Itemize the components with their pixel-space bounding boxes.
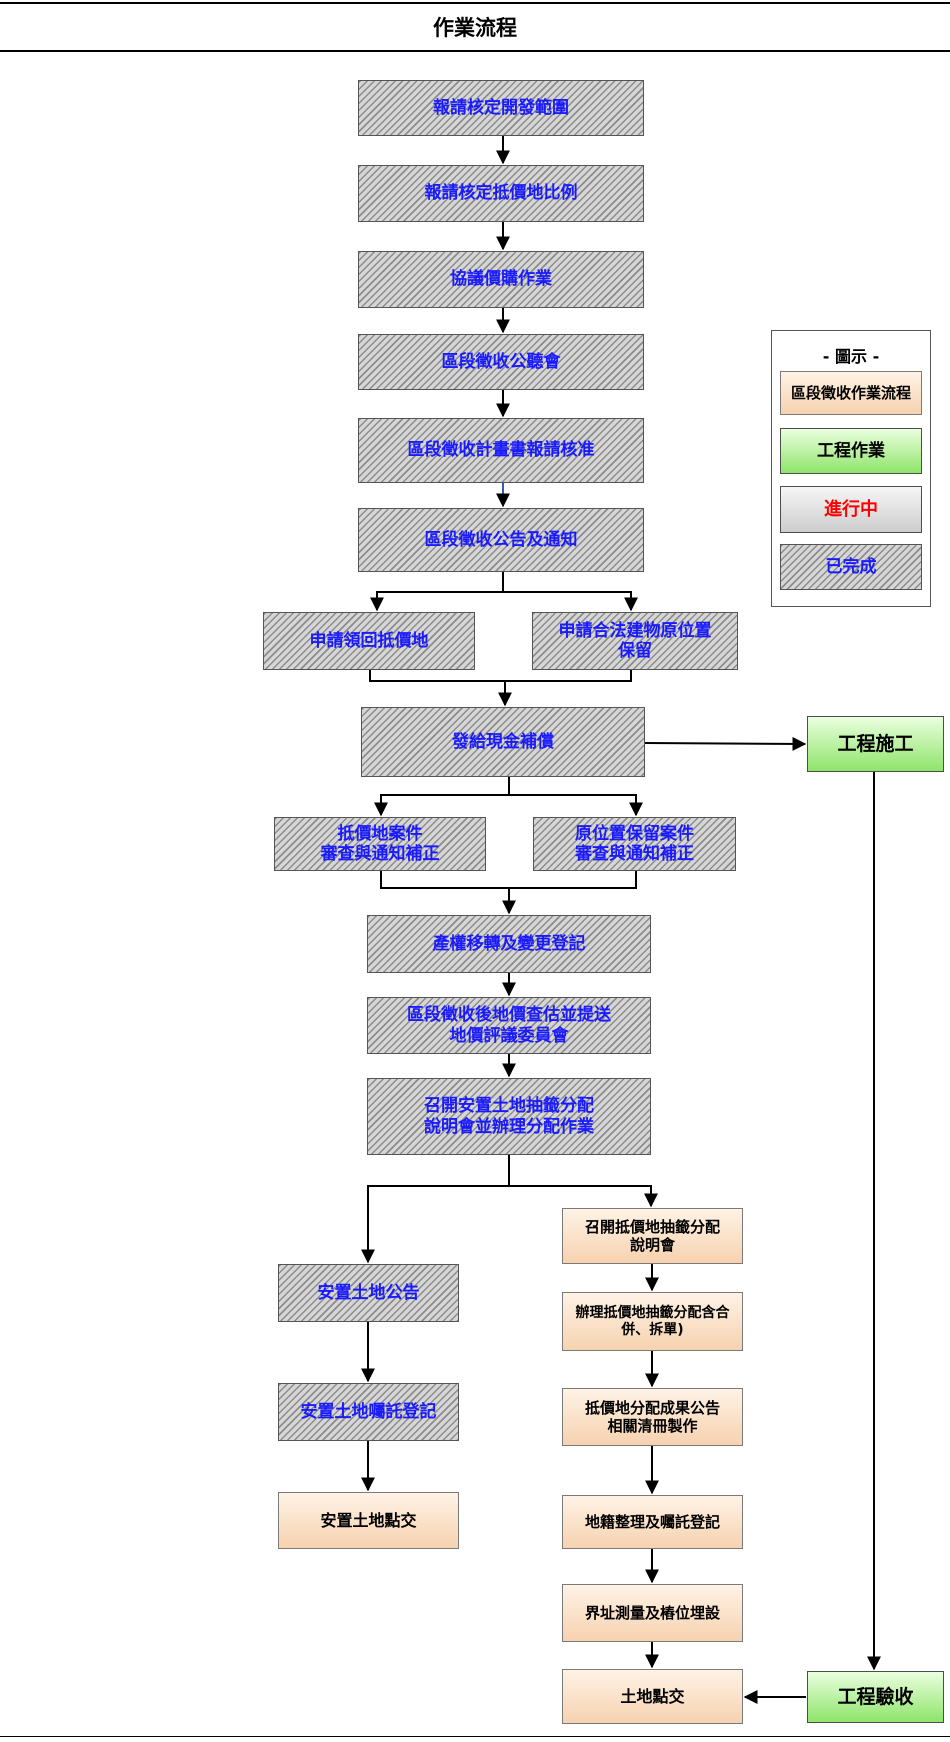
step-apply-development-scope: 報請核定開發範圍 <box>358 80 644 136</box>
legend-in-progress-swatch: 進行中 <box>780 486 922 533</box>
step-resettlement-registration: 安置土地囑託登記 <box>278 1383 459 1441</box>
step-allocation-result-announcement: 抵價地分配成果公告 相關清冊製作 <box>562 1388 743 1446</box>
step-cadastral-registration: 地籍整理及囑託登記 <box>562 1495 743 1549</box>
step-resettlement-announcement: 安置土地公告 <box>278 1264 459 1322</box>
split-s6-right <box>503 591 638 612</box>
split-s12 <box>361 1155 510 1264</box>
step-retention-case-review: 原位置保留案件 審查與通知補正 <box>533 817 736 871</box>
step-land-case-review: 抵價地案件 審查與通知補正 <box>274 817 486 871</box>
top-rule <box>0 2 950 4</box>
legend-panel: - 圖示 - 區段徵收作業流程 工程作業 進行中 已完成 <box>771 330 931 607</box>
legend-engineering-swatch: 工程作業 <box>780 428 922 474</box>
step-title-transfer-registration: 產權移轉及變更登記 <box>367 915 651 973</box>
step-land-handover: 土地點交 <box>562 1669 743 1724</box>
step-engineering-construction: 工程施工 <box>807 716 944 772</box>
legend-completed-swatch: 已完成 <box>780 544 922 590</box>
bottom-rule <box>0 1736 950 1737</box>
merge-s7 <box>369 670 632 682</box>
legend-flow-swatch: 區段徵收作業流程 <box>780 371 922 415</box>
step-apply-building-retention: 申請合法建物原位置 保留 <box>532 612 738 670</box>
arrow-s8-e1 <box>644 736 807 751</box>
step-apply-return-land: 申請領回抵價地 <box>263 612 475 670</box>
step-announcement-notice: 區段徵收公告及通知 <box>358 508 644 572</box>
page-title: 作業流程 <box>433 16 517 40</box>
step-cash-compensation: 發給現金補償 <box>361 707 645 777</box>
step-apply-land-ratio: 報請核定抵價地比例 <box>358 165 644 222</box>
split-s8-right <box>509 794 643 817</box>
split-s6 <box>370 572 504 612</box>
step-negotiated-purchase: 協議價購作業 <box>358 251 644 308</box>
step-land-lottery-meeting: 召開抵價地抽籤分配 說明會 <box>562 1208 743 1264</box>
split-s8 <box>374 777 510 817</box>
merge-s9 <box>380 871 637 889</box>
step-resettlement-handover: 安置土地點交 <box>278 1492 459 1549</box>
step-engineering-acceptance: 工程驗收 <box>807 1671 944 1723</box>
split-s12-right <box>509 1185 658 1208</box>
title-rule <box>0 50 950 52</box>
legend-title: - 圖示 - <box>822 347 880 366</box>
step-resettlement-lottery-meeting: 召開安置土地抽籤分配 說明會並辦理分配作業 <box>367 1078 651 1155</box>
step-land-price-assessment: 區段徵收後地價查估並提送 地價評議委員會 <box>367 997 651 1054</box>
step-public-hearing: 區段徵收公聽會 <box>358 334 644 390</box>
step-land-lottery-allocation: 辦理抵價地抽籤分配含合 併、拆單) <box>562 1292 743 1351</box>
step-plan-approval: 區段徵收計畫書報請核准 <box>358 418 644 483</box>
step-boundary-survey: 界址測量及樁位埋設 <box>562 1584 743 1642</box>
